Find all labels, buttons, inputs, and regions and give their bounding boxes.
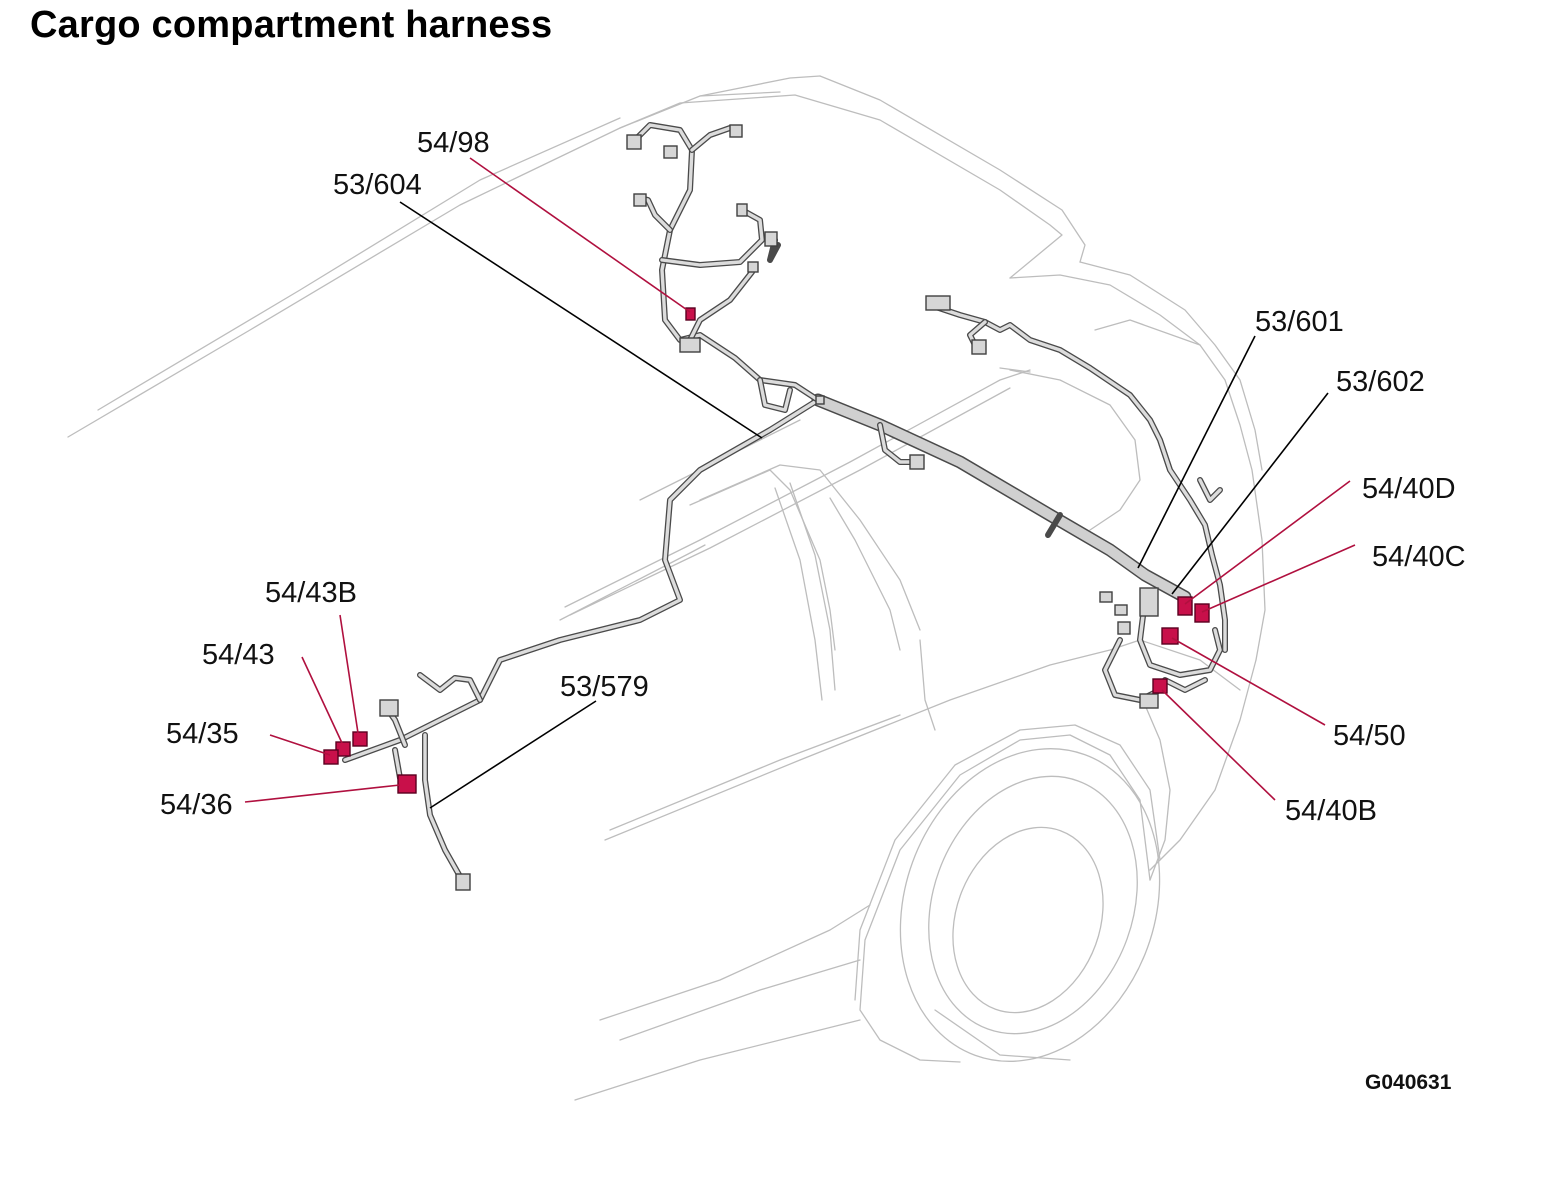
connector-54-36 bbox=[397, 774, 417, 794]
connector-54-50 bbox=[1161, 627, 1179, 645]
connector-54-35 bbox=[323, 749, 339, 765]
figure-reference-code: G040631 bbox=[1365, 1071, 1452, 1094]
label-54-43B: 54/43B bbox=[265, 577, 357, 609]
connector-54-40C bbox=[1194, 603, 1210, 623]
connector-54-43 bbox=[335, 741, 351, 757]
label-54-36: 54/36 bbox=[160, 789, 233, 821]
label-53-579: 53/579 bbox=[560, 671, 649, 703]
label-54-98: 54/98 bbox=[417, 127, 490, 159]
diagram-title: Cargo compartment harness bbox=[30, 4, 553, 46]
label-53-604: 53/604 bbox=[333, 169, 422, 201]
connector-54-40B bbox=[1152, 678, 1168, 694]
label-54-43: 54/43 bbox=[202, 639, 275, 671]
label-54-35: 54/35 bbox=[166, 718, 239, 750]
callout-labels: 54/98 53/604 53/601 53/602 54/40D 54/40C… bbox=[160, 127, 1466, 1094]
leader-lines bbox=[244, 157, 1356, 809]
label-54-40B: 54/40B bbox=[1285, 795, 1377, 827]
grey-connectors bbox=[379, 124, 1159, 891]
label-53-601: 53/601 bbox=[1255, 306, 1344, 338]
connector-54-43B bbox=[352, 731, 368, 747]
label-54-40D: 54/40D bbox=[1362, 473, 1456, 505]
label-54-50: 54/50 bbox=[1333, 720, 1406, 752]
connector-54-98 bbox=[685, 307, 696, 321]
harness-wiring bbox=[342, 122, 1228, 883]
label-53-602: 53/602 bbox=[1336, 366, 1425, 398]
label-54-40C: 54/40C bbox=[1372, 541, 1466, 573]
